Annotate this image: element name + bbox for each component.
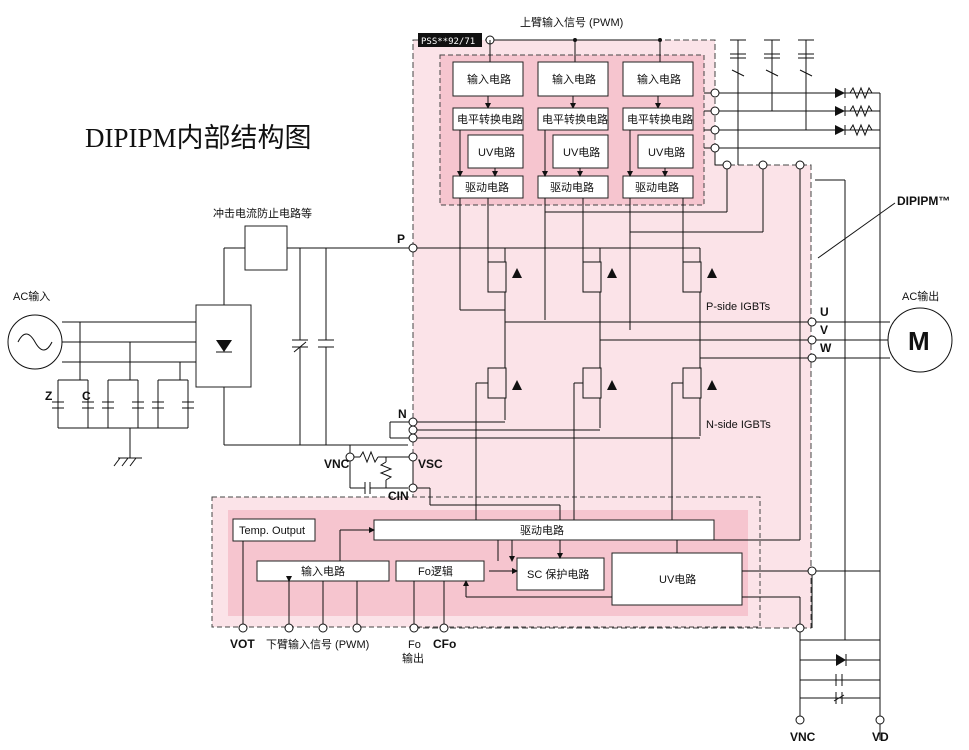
- bootstrap-terminals: [704, 39, 881, 740]
- upper-input-block: 输入电路: [467, 72, 511, 86]
- v-label: V: [820, 323, 828, 337]
- upper-input-label: 上臂输入信号 (PWM): [520, 15, 623, 29]
- part-tag-label: PSS**92/71: [421, 37, 475, 47]
- p-side-igbts: [487, 248, 717, 366]
- upper-uv-block: UV电路: [648, 146, 685, 159]
- fo-logic-label: Fo逻辑: [418, 564, 453, 578]
- vnc-bottom-terminal: [795, 715, 805, 725]
- temp-output-label: Temp. Output: [239, 525, 305, 537]
- ac-input-label: AC输入: [13, 289, 50, 303]
- n-label: N: [398, 407, 407, 421]
- p-terminal: [408, 243, 418, 253]
- v-terminal: [807, 335, 817, 345]
- upper-level-shift-block: 电平转换电路: [542, 112, 608, 126]
- upper-driver-col-1: 输入电路 电平转换电路 UV电路 驱动电路: [452, 61, 524, 199]
- z-label: Z: [45, 389, 52, 403]
- vnc-left-terminal: [345, 452, 355, 462]
- sc-protection-block: [516, 557, 605, 591]
- vnc-left-label: VNC: [324, 457, 350, 471]
- w-terminal: [807, 353, 817, 363]
- n-terminal-v: [408, 425, 418, 435]
- n-terminal-u: [408, 417, 418, 427]
- upper-drive-block: 驱动电路: [465, 181, 509, 194]
- p-side-label: P-side IGBTs: [706, 301, 771, 313]
- upper-level-shift-block: 电平转换电路: [457, 112, 523, 126]
- surge-filter: [52, 322, 194, 467]
- vsc-label: VSC: [418, 457, 443, 471]
- upper-input-block: 输入电路: [552, 72, 596, 86]
- u-label: U: [820, 305, 829, 319]
- upper-uv-block: UV电路: [563, 146, 600, 159]
- vd-terminal: [875, 715, 885, 725]
- vnc-bottom-label: VNC: [790, 730, 816, 744]
- n-side-label: N-side IGBTs: [706, 419, 771, 431]
- upper-driver-col-3: 输入电路 电平转换电路 UV电路 驱动电路: [622, 61, 694, 199]
- p-label: P: [397, 232, 405, 246]
- upper-input-block: 输入电路: [637, 72, 681, 86]
- upper-drive-block: 驱动电路: [635, 181, 679, 194]
- motor-label: M: [908, 326, 930, 356]
- upper-uv-block: UV电路: [478, 146, 515, 159]
- diagram-title: DIPIPM内部结构图: [85, 123, 312, 153]
- cfo-terminal: [439, 623, 449, 633]
- lower-input-signal-label: 下臂输入信号 (PWM): [266, 637, 369, 651]
- vsc-terminal: [408, 452, 418, 462]
- vot-label: VOT: [230, 637, 255, 651]
- lower-uv-block: [611, 552, 743, 606]
- sc-protection-label: SC 保护电路: [527, 567, 589, 581]
- vot-terminal: [238, 623, 248, 633]
- cfo-label: CFo: [433, 637, 456, 651]
- inrush-label: 冲击电流防止电路等: [213, 206, 312, 220]
- n-terminal-w: [408, 433, 418, 443]
- upper-driver-col-2: 输入电路 电平转换电路 UV电路 驱动电路: [537, 61, 609, 199]
- u-terminal: [807, 317, 817, 327]
- lower-uv-label: UV电路: [659, 573, 696, 586]
- dipipm-label: DIPIPM™: [897, 194, 950, 208]
- lower-drive-label: 驱动电路: [520, 524, 564, 537]
- fo-output-line-2: 输出: [402, 651, 424, 665]
- fo-output-label: Fo 输出: [402, 639, 424, 665]
- cin-label: CIN: [388, 489, 409, 503]
- c-label: C: [82, 389, 91, 403]
- fo-logic-block: [395, 560, 485, 582]
- lower-input-label: 输入电路: [301, 564, 345, 578]
- part-tag: [418, 33, 482, 47]
- cin-terminal: [408, 483, 418, 493]
- w-label: W: [820, 341, 832, 355]
- upper-level-shift-block: 电平转换电路: [627, 112, 693, 126]
- upper-drive-block: 驱动电路: [550, 181, 594, 194]
- inrush-block: [244, 225, 288, 271]
- fo-terminal: [409, 623, 419, 633]
- ac-output-label: AC输出: [902, 289, 939, 303]
- vd-label: VD: [872, 730, 889, 744]
- fo-output-line-1: Fo: [408, 639, 421, 651]
- temp-output-block: [232, 518, 316, 542]
- motor-icon: [887, 307, 953, 373]
